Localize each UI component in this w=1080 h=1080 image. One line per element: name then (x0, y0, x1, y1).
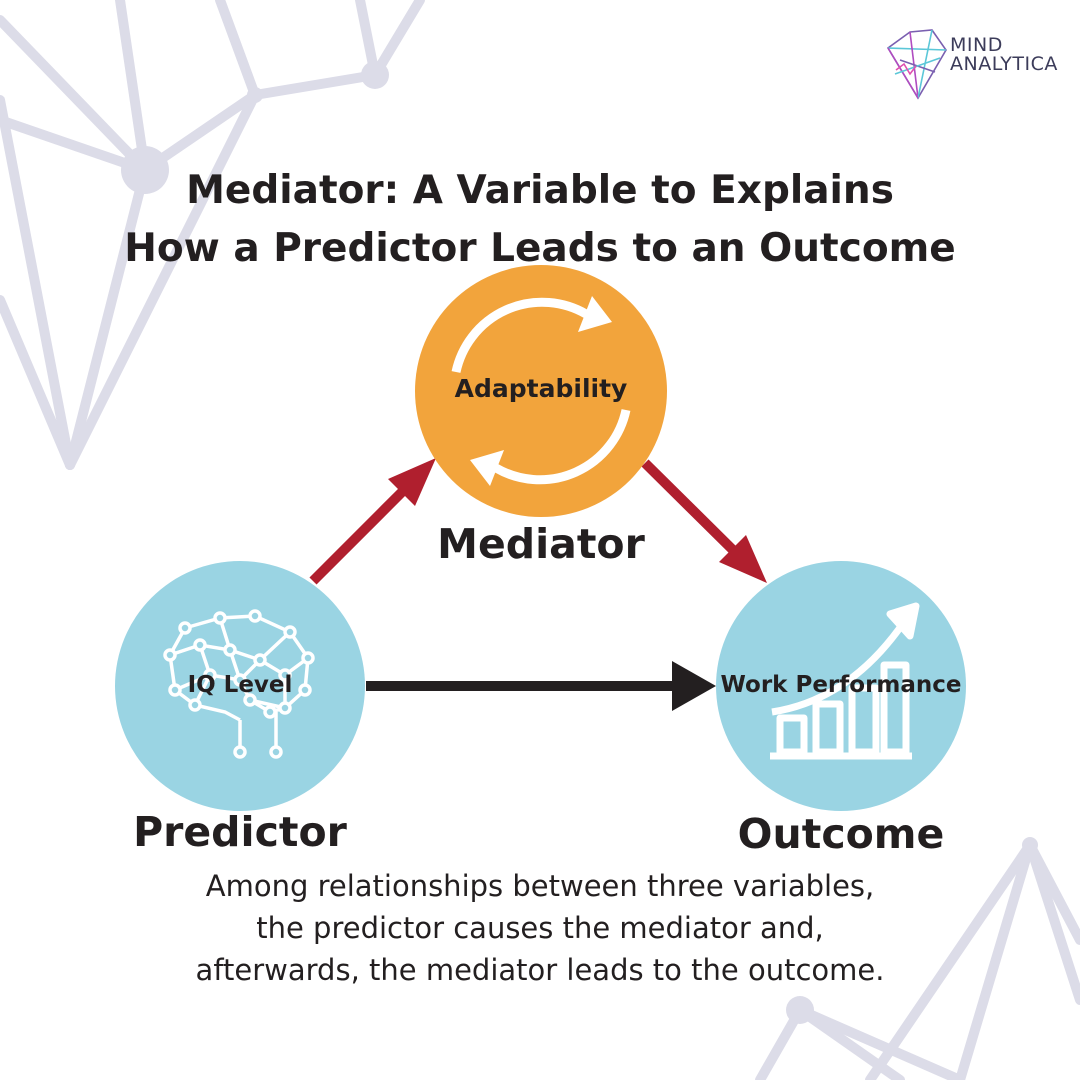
description-line3: afterwards, the mediator leads to the ou… (195, 953, 885, 987)
arrow-predictor-to-outcome (366, 661, 716, 711)
mediator-variable-label: Adaptability (454, 374, 628, 403)
brain-network-nodes (163, 609, 315, 759)
refresh-arrows-icon (451, 296, 631, 486)
brand-name-line1: MIND (950, 34, 1003, 56)
growth-bar-chart-icon (770, 602, 920, 760)
brand-name-line2: ANALYTICA (950, 53, 1058, 75)
description-line2: the predictor causes the mediator and, (256, 911, 824, 945)
page-title-line1: Mediator: A Variable to Explains (186, 168, 894, 213)
arrow-mediator-to-outcome (641, 459, 767, 583)
mediator-role-label: Mediator (437, 520, 645, 568)
outcome-variable-label: Work Performance (720, 672, 962, 698)
description-line1: Among relationships between three variab… (205, 869, 875, 903)
arrow-predictor-to-mediator (309, 458, 436, 585)
page-title-line2: How a Predictor Leads to an Outcome (124, 226, 956, 271)
predictor-role-label: Predictor (133, 808, 347, 856)
outcome-role-label: Outcome (737, 810, 945, 858)
predictor-variable-label: IQ Level (187, 672, 293, 698)
